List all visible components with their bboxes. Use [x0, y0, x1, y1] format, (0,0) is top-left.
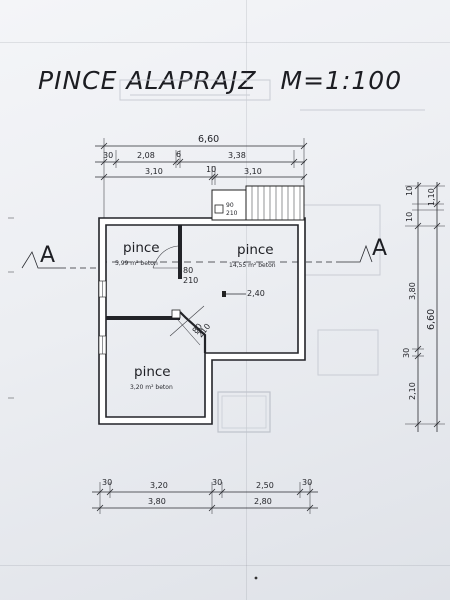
show-through-ghost: [119, 79, 425, 376]
dimension-top: 6,60 30 2,08 6 3,38 3,10 10 3,10: [95, 134, 308, 218]
dim-right-outer-b: 1,10: [427, 188, 436, 206]
room-3-area: 3,20 m² beton: [130, 384, 173, 391]
dim-bottom-r1-b: 3,20: [150, 481, 168, 490]
dim-top-r1-c: 6: [176, 150, 181, 159]
dim-bottom-r2-b: 2,80: [254, 497, 272, 506]
paper-fold-horizontal: [0, 42, 450, 43]
dim-top-r2-a: 3,10: [145, 167, 163, 176]
dim-right-inner-a: 3,80: [408, 282, 417, 300]
sheet-dot: [254, 576, 258, 580]
dim-top-r1-b: 2,08: [137, 151, 155, 160]
dimension-right: 10 1,10 10 3,80 30 2,10 6,60: [402, 182, 445, 432]
dim-top-overall: 6,60: [198, 134, 219, 145]
dim-bottom-r1-e: 30: [302, 478, 312, 487]
room-2-name: pince: [237, 242, 274, 258]
dim-top-r2-b: 10: [206, 165, 216, 174]
door-swing-b: [169, 305, 205, 346]
dimension-bottom: 30 3,20 30 2,50 30 3,80 2,80: [92, 478, 318, 514]
section-marker-left: A: [21, 243, 98, 269]
wall-partition-horizontal: [106, 316, 180, 320]
dim-top-r1-a: 30: [103, 151, 113, 160]
room-3-name: pince: [134, 364, 171, 380]
window-left: [98, 280, 107, 298]
section-marker-right: A: [306, 236, 387, 263]
dim-right-outer-c: 10: [405, 212, 414, 222]
paper-fold-lower: [0, 565, 450, 566]
stair-door-width: 90: [226, 202, 234, 209]
window-left-lower: [98, 335, 107, 355]
dim-bottom-r1-a: 30: [102, 478, 112, 487]
dim-bottom-r1-c: 30: [212, 478, 222, 487]
section-label-right: A: [372, 236, 387, 261]
stair-door-height: 210: [226, 210, 238, 217]
wall-partition-vertical: [178, 225, 182, 279]
door-a-height: 210: [183, 276, 198, 285]
dim-right-outer-a: 10: [405, 186, 414, 196]
dim-bottom-r2-a: 3,80: [148, 497, 166, 506]
landing-lower: [217, 391, 271, 433]
door-a-width: 80: [183, 266, 193, 275]
dim-right-overall: 6,60: [426, 309, 437, 330]
room-2: pince 14,55 m² beton: [229, 242, 276, 269]
dim-right-inner-c: 2,10: [408, 382, 417, 400]
window-label: 2,40: [247, 289, 265, 298]
staircase: [211, 185, 305, 221]
wall-partition-diagonal: [179, 311, 207, 353]
section-label-left: A: [40, 243, 55, 268]
stair-door-label: 90 210: [226, 202, 238, 217]
building-outline: [98, 217, 306, 425]
room-1: pince 5,99 m² beton: [115, 240, 160, 267]
column: [171, 309, 181, 319]
dim-right-inner-b: 30: [402, 348, 411, 358]
edge-marks: [8, 217, 14, 399]
room-1-name: pince: [123, 240, 160, 256]
window-marker: [222, 291, 246, 297]
room-1-area: 5,99 m² beton: [115, 260, 158, 267]
room-2-area: 14,55 m² beton: [229, 262, 276, 269]
title-scale: M=1:100: [280, 66, 403, 95]
paper-fold-vertical: [246, 0, 247, 600]
door-swing-a: [152, 245, 179, 269]
dim-bottom-r1-d: 2,50: [256, 481, 274, 490]
room-3: pince 3,20 m² beton: [130, 364, 173, 391]
dim-top-r1-d: 3,38: [228, 151, 246, 160]
dim-top-r2-c: 3,10: [244, 167, 262, 176]
